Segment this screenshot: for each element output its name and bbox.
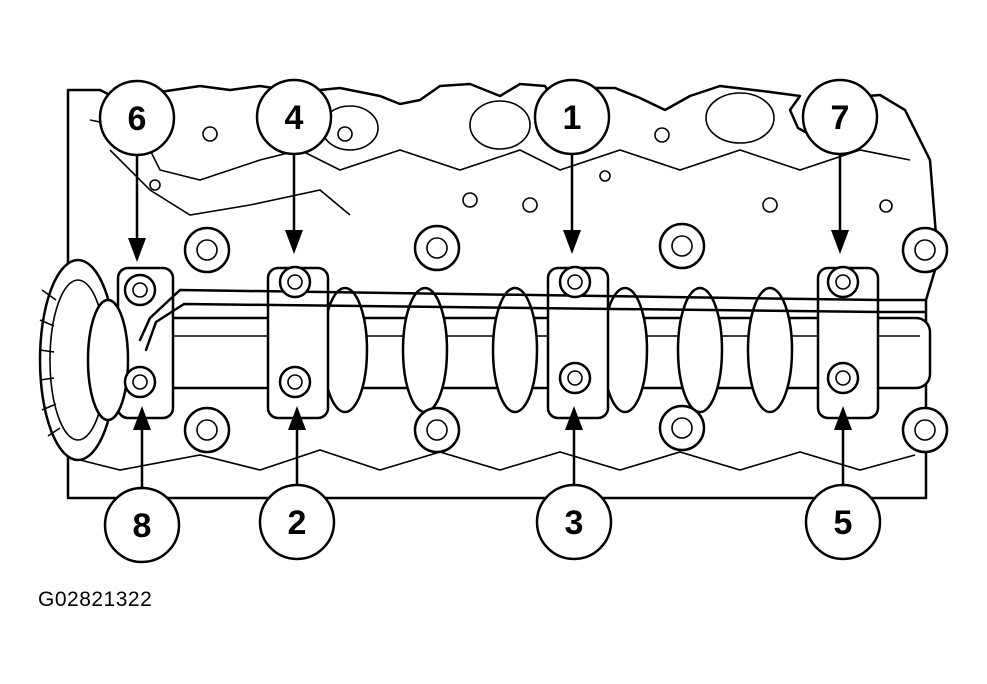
- callout-number: 7: [831, 99, 850, 137]
- cam-sprocket: [38, 258, 130, 462]
- callout-2: 2: [258, 483, 336, 561]
- callout-number: 6: [128, 100, 147, 138]
- callout-7: 7: [801, 78, 879, 156]
- callout-number: 8: [133, 507, 152, 545]
- callout-number: 5: [834, 504, 853, 542]
- oil-tube: [138, 288, 927, 352]
- camshaft: [118, 286, 932, 414]
- cap-bolts: [123, 265, 860, 399]
- callouts: 6 4 1 7 8 2 3 5: [98, 78, 882, 564]
- callout-number: 1: [563, 99, 582, 137]
- head-bolts: [183, 222, 949, 454]
- callout-6: 6: [98, 79, 176, 157]
- callout-8: 8: [103, 486, 181, 564]
- callout-number: 2: [288, 504, 307, 542]
- callout-1: 1: [533, 78, 611, 156]
- callout-4: 4: [255, 78, 333, 156]
- leader-arrows: [128, 153, 852, 497]
- callout-5: 5: [804, 483, 882, 561]
- callout-number: 3: [565, 504, 584, 542]
- callout-number: 4: [285, 99, 304, 137]
- figure-id-label: G02821322: [38, 588, 153, 611]
- callout-3: 3: [535, 483, 613, 561]
